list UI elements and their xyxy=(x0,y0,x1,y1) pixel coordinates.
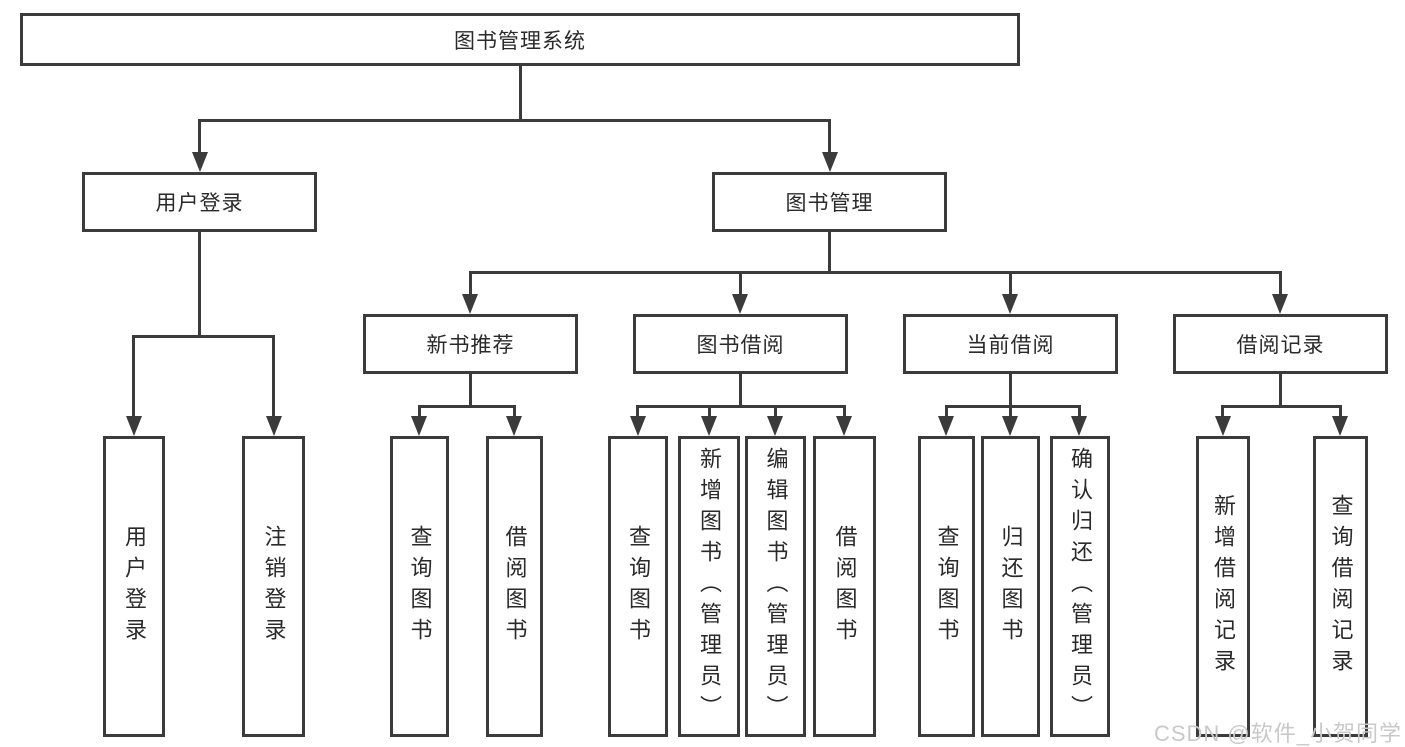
leaf-query-books-borrow: 查询图书 xyxy=(608,436,668,737)
csdn-watermark: CSDN @软件_小贺同学 xyxy=(1153,721,1402,746)
connector-line xyxy=(1009,374,1012,406)
node-book-borrow: 图书借阅 xyxy=(633,314,848,374)
connector-arrowhead xyxy=(1002,416,1018,436)
connector-line xyxy=(1339,405,1342,417)
connector-line xyxy=(198,119,831,122)
connector-line xyxy=(1221,405,1224,417)
node-borrow-records: 借阅记录 xyxy=(1173,314,1388,374)
node-label: 图书借阅 xyxy=(696,334,785,357)
connector-arrowhead xyxy=(1215,416,1231,436)
connector-arrowhead xyxy=(1272,294,1288,314)
node-label: 当前借阅 xyxy=(966,334,1055,357)
leaf-add-borrow-record: 新增借阅记录 xyxy=(1196,436,1250,737)
connector-arrowhead xyxy=(462,294,478,314)
connector-arrowhead xyxy=(506,416,522,436)
node-label: 编辑图书（管理员） xyxy=(763,447,789,726)
leaf-confirm-return-admin: 确认归还（管理员） xyxy=(1050,436,1110,737)
leaf-borrow-books: 借阅图书 xyxy=(813,436,876,737)
connector-line xyxy=(1279,271,1282,295)
connector-arrowhead xyxy=(630,416,646,436)
connector-line xyxy=(774,405,777,417)
node-label: 注销登录 xyxy=(261,524,287,649)
connector-arrowhead xyxy=(126,416,142,436)
connector-line xyxy=(636,405,639,417)
leaf-borrow-books-recommend: 借阅图书 xyxy=(486,436,543,737)
node-new-book-recommend: 新书推荐 xyxy=(363,314,578,374)
leaf-return-books: 归还图书 xyxy=(981,436,1040,737)
node-label: 查询图书 xyxy=(934,524,960,649)
connector-arrowhead xyxy=(701,416,717,436)
node-label: 查询借阅记录 xyxy=(1328,493,1354,680)
connector-line xyxy=(945,405,1081,408)
connector-line xyxy=(1279,374,1282,406)
connector-line xyxy=(636,405,846,408)
connector-line xyxy=(198,119,201,153)
connector-arrowhead xyxy=(266,416,282,436)
connector-line xyxy=(198,232,201,338)
leaf-user-login: 用户登录 xyxy=(103,436,165,737)
connector-line xyxy=(469,374,472,406)
connector-line xyxy=(828,119,831,153)
leaf-query-books-recommend: 查询图书 xyxy=(390,436,449,737)
connector-arrowhead xyxy=(192,152,208,172)
connector-line xyxy=(469,271,1282,274)
connector-line xyxy=(418,405,421,417)
node-label: 图书管理系统 xyxy=(454,29,586,53)
connector-arrowhead xyxy=(411,416,427,436)
node-label: 借阅图书 xyxy=(832,524,858,649)
node-label: 用户登录 xyxy=(122,524,147,649)
connector-line xyxy=(469,271,472,295)
connector-line xyxy=(843,405,846,417)
connector-line xyxy=(519,63,522,120)
leaf-query-borrow-record: 查询借阅记录 xyxy=(1313,436,1368,737)
connector-line xyxy=(945,405,948,417)
connector-line xyxy=(1078,405,1081,417)
connector-line xyxy=(1009,271,1012,295)
node-label: 借阅图书 xyxy=(502,524,528,649)
leaf-add-books-admin: 新增图书（管理员） xyxy=(678,436,740,737)
node-current-borrow: 当前借阅 xyxy=(903,314,1118,374)
connector-line xyxy=(132,335,275,338)
leaf-edit-books-admin: 编辑图书（管理员） xyxy=(745,436,806,737)
connector-line xyxy=(828,232,831,273)
node-library-system: 图书管理系统 xyxy=(20,13,1020,66)
node-book-management: 图书管理 xyxy=(712,172,947,232)
connector-arrowhead xyxy=(938,416,954,436)
connector-line xyxy=(1221,405,1341,408)
connector-arrowhead xyxy=(822,152,838,172)
connector-line xyxy=(418,405,516,408)
connector-line xyxy=(272,335,275,417)
leaf-query-books-current: 查询图书 xyxy=(918,436,975,737)
node-label: 图书管理 xyxy=(785,192,874,215)
connector-arrowhead xyxy=(732,294,748,314)
connector-arrowhead xyxy=(1071,416,1087,436)
connector-line xyxy=(513,405,516,417)
node-user-login: 用户登录 xyxy=(82,172,317,232)
connector-line xyxy=(739,374,742,406)
node-label: 新书推荐 xyxy=(426,334,515,357)
connector-line xyxy=(1009,405,1012,417)
connector-arrowhead xyxy=(767,416,783,436)
node-label: 用户登录 xyxy=(155,192,244,215)
node-label: 借阅记录 xyxy=(1236,334,1325,357)
node-label: 查询图书 xyxy=(407,524,433,649)
leaf-logout: 注销登录 xyxy=(242,436,305,737)
connector-line xyxy=(739,271,742,295)
node-label: 新增借阅记录 xyxy=(1211,493,1236,680)
connector-line xyxy=(132,335,135,417)
connector-arrowhead xyxy=(1332,416,1348,436)
connector-arrowhead xyxy=(836,416,852,436)
connector-line xyxy=(708,405,711,417)
node-label: 新增图书（管理员） xyxy=(697,447,722,726)
node-label: 归还图书 xyxy=(998,524,1024,649)
node-label: 确认归还（管理员） xyxy=(1068,447,1093,726)
node-label: 查询图书 xyxy=(626,524,651,649)
connector-arrowhead xyxy=(1002,294,1018,314)
